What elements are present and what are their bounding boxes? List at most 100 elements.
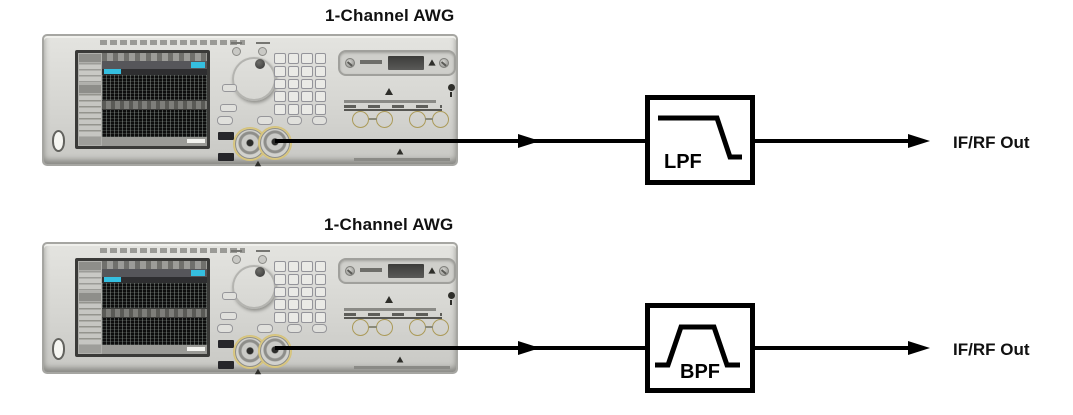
arrowhead-icon (518, 341, 540, 355)
aux-bnc-connector (432, 111, 449, 128)
awg-rotary-knob (232, 265, 276, 309)
waveform-trace-2 (102, 317, 207, 345)
signal-line-bpf-to-out (755, 346, 912, 350)
band-pass-response-icon (655, 324, 740, 368)
output-label-row2: IF/RF Out (953, 340, 1030, 359)
awg-channel-output-connector (258, 334, 292, 368)
awg-soft-button (287, 324, 302, 333)
awg-instrument-row2 (42, 242, 458, 375)
aux-bnc-connector (409, 111, 426, 128)
awg-knob-dimple (255, 267, 265, 277)
awg-trigger-button (258, 47, 267, 56)
awg-screen-waveform-area (102, 261, 207, 354)
arrowhead-icon (518, 134, 540, 148)
screen-cyan-highlight (104, 69, 121, 74)
warning-triangle-icon (385, 88, 393, 95)
screw-icon (439, 58, 449, 68)
signal-line-awg-to-lpf (275, 139, 645, 143)
awg-handle-slot (52, 130, 65, 152)
awg-screen-sidebar (78, 53, 102, 146)
output-label-row1: IF/RF Out (953, 133, 1030, 152)
awg-soft-button (312, 324, 327, 333)
awg-screen (75, 50, 210, 149)
awg-id-panel (338, 50, 456, 76)
awg-instrument-row1 (42, 34, 458, 167)
awg-channel-output-connector (258, 126, 292, 160)
awg-label-row2: 1-Channel AWG (324, 215, 454, 234)
awg-soft-button (222, 292, 237, 300)
awg-usb-port (218, 132, 234, 140)
panel-brand-text (360, 268, 382, 272)
screw-icon (345, 58, 355, 68)
panel-caption-text (354, 158, 450, 161)
awg-screen-waveform-area (102, 53, 207, 146)
awg-knob-dimple (255, 59, 265, 69)
awg-label-row1: 1-Channel AWG (325, 6, 455, 25)
awg-rotary-knob (232, 57, 276, 101)
awg-soft-button (217, 324, 233, 333)
signal-line-lpf-to-out (755, 139, 912, 143)
waveform-trace-2 (102, 109, 207, 137)
warning-triangle-icon (396, 356, 404, 363)
ground-terminal-icon (448, 292, 455, 305)
bpf-label: BPF (680, 361, 720, 383)
awg-soft-button (257, 116, 273, 125)
awg-run-button (232, 255, 241, 264)
screw-icon (345, 266, 355, 276)
arrowhead-icon (908, 341, 930, 355)
awg-usb-port (218, 153, 234, 161)
awg-brand-text (100, 248, 245, 253)
low-pass-response-icon (658, 115, 742, 160)
awg-trigger-button (258, 255, 267, 264)
awg-soft-button (220, 104, 237, 112)
awg-numeric-keypad (274, 261, 326, 323)
awg-run-button (232, 47, 241, 56)
connector-group-line (344, 109, 442, 111)
ground-terminal-icon (448, 84, 455, 97)
panel-caption-text (344, 100, 436, 103)
aux-bnc-connector (376, 319, 393, 336)
screen-cyan-highlight (104, 277, 121, 282)
connector-group-line (344, 317, 442, 319)
bnc-connector-icon (260, 128, 290, 158)
screen-logo-chip (187, 347, 205, 351)
warning-triangle-icon (428, 59, 436, 66)
connector-labels (344, 105, 442, 108)
panel-caption-text (344, 308, 436, 311)
aux-bnc-connector (409, 319, 426, 336)
warning-triangle-icon (396, 148, 404, 155)
awg-screen (75, 258, 210, 357)
awg-soft-button (287, 116, 302, 125)
waveform-trace-1 (102, 283, 207, 309)
lpf-filter-block: LPF (645, 95, 755, 185)
awg-soft-button (220, 312, 237, 320)
warning-triangle-icon (254, 368, 262, 375)
aux-bnc-connector (376, 111, 393, 128)
aux-bnc-connector (432, 319, 449, 336)
awg-brand-text (100, 40, 245, 45)
screen-cyan-highlight (191, 62, 205, 68)
screen-logo-chip (187, 139, 205, 143)
waveform-trace-1 (102, 75, 207, 101)
awg-soft-button (257, 324, 273, 333)
lpf-label: LPF (664, 151, 702, 173)
arrowhead-icon (908, 134, 930, 148)
screw-icon (439, 266, 449, 276)
panel-caption-text (354, 366, 450, 369)
warning-triangle-icon (428, 267, 436, 274)
connector-labels (344, 313, 442, 316)
awg-soft-button (217, 116, 233, 125)
panel-rating-label (388, 264, 424, 278)
warning-triangle-icon (254, 160, 262, 167)
awg-screen-sidebar (78, 261, 102, 354)
warning-triangle-icon (385, 296, 393, 303)
awg-usb-port (218, 340, 234, 348)
signal-line-awg-to-bpf (275, 346, 645, 350)
bpf-filter-block: BPF (645, 303, 755, 393)
awg-handle-slot (52, 338, 65, 360)
panel-brand-text (360, 60, 382, 64)
awg-usb-port (218, 361, 234, 369)
awg-soft-button (312, 116, 327, 125)
panel-rating-label (388, 56, 424, 70)
